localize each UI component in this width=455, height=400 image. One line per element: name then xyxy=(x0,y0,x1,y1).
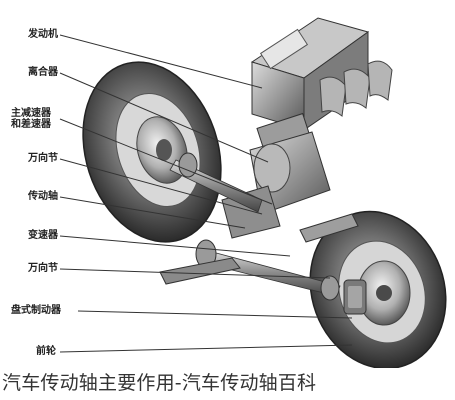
suspension xyxy=(159,213,359,285)
label-ujoint-bottom: 万向节 xyxy=(28,263,58,274)
leader-clutch xyxy=(59,72,269,163)
disc-brake xyxy=(343,279,367,315)
label-drive-shaft: 传动轴 xyxy=(28,191,58,202)
leader-ujoint-top xyxy=(59,158,263,215)
label-clutch: 离合器 xyxy=(28,67,58,78)
front-wheel xyxy=(309,210,447,368)
leader-engine xyxy=(59,34,263,89)
label-engine: 发动机 xyxy=(28,29,58,40)
leader-main-reducer xyxy=(59,118,273,205)
rear-wheel xyxy=(82,61,222,243)
label-disc-brake: 盘式制动器 xyxy=(11,305,61,316)
leader-gearbox xyxy=(59,235,291,257)
caption: 汽车传动轴主要作用-汽车传动轴百科 xyxy=(2,372,317,394)
leader-ujoint-bottom xyxy=(59,268,331,279)
label-gearbox: 变速器 xyxy=(28,230,58,241)
leader-lines xyxy=(59,34,353,353)
leader-drive-shaft xyxy=(59,196,246,229)
label-ujoint-top: 万向节 xyxy=(28,153,58,164)
label-main-reducer: 主减速器 和差速器 xyxy=(11,108,51,130)
gearbox xyxy=(221,131,331,239)
label-front-wheel: 前轮 xyxy=(36,346,56,357)
leader-front-wheel xyxy=(59,344,353,353)
drivetrain-diagram xyxy=(59,17,447,368)
leader-disc-brake xyxy=(77,310,353,319)
